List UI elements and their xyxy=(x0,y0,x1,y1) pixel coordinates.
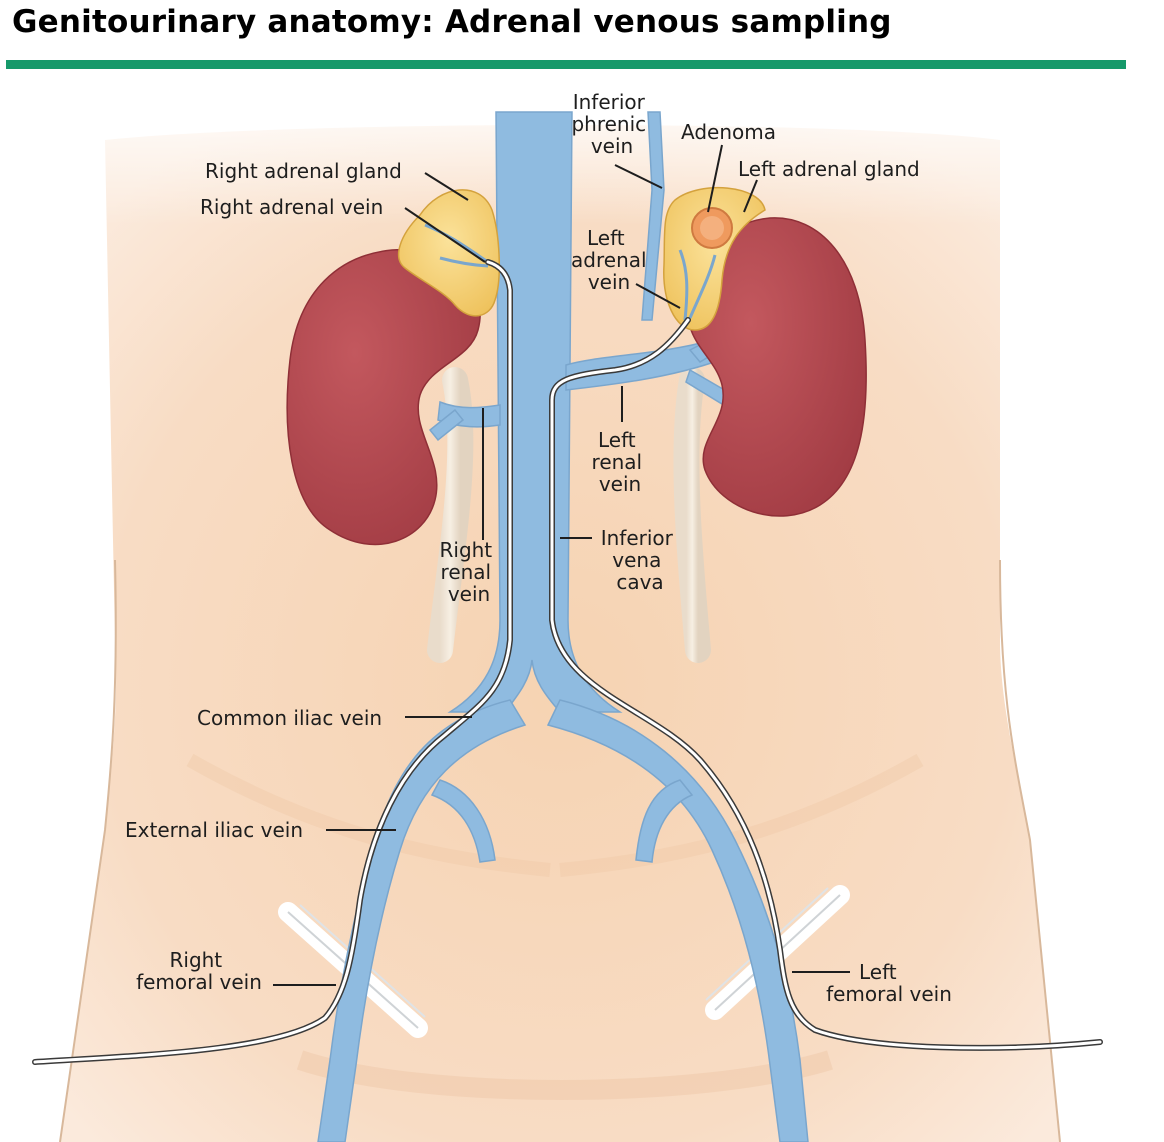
anatomy-illustration: Right adrenal gland Right adrenal vein I… xyxy=(32,85,1103,1142)
catheters xyxy=(32,259,1103,1065)
label-left-adrenal-gland: Left adrenal gland xyxy=(738,157,920,181)
kidneys xyxy=(286,217,867,546)
label-adenoma: Adenoma xyxy=(681,120,776,144)
label-right-adrenal-gland: Right adrenal gland xyxy=(205,159,402,183)
title-divider xyxy=(6,60,1126,69)
page-title: Genitourinary anatomy: Adrenal venous sa… xyxy=(12,4,892,40)
label-left-renal-vein: Left renal vein xyxy=(592,428,649,496)
adrenal-glands xyxy=(397,187,766,331)
label-left-adrenal-vein: Left adrenal vein xyxy=(571,226,653,294)
label-inferior-phrenic-vein: Inferior phrenic vein xyxy=(571,90,652,158)
label-right-renal-vein: Right renal vein xyxy=(439,538,498,606)
label-inferior-vena-cava: Inferior vena cava xyxy=(601,526,680,594)
label-left-femoral-vein: Left femoral vein xyxy=(826,960,952,1006)
label-right-femoral-vein: Right femoral vein xyxy=(136,948,262,994)
label-common-iliac-vein: Common iliac vein xyxy=(197,706,382,730)
leader-lines xyxy=(273,144,850,986)
label-right-adrenal-vein: Right adrenal vein xyxy=(200,195,383,219)
right-kidney-shape xyxy=(286,248,481,546)
label-external-iliac-vein: External iliac vein xyxy=(125,818,303,842)
labels: Right adrenal gland Right adrenal vein I… xyxy=(125,90,952,1006)
